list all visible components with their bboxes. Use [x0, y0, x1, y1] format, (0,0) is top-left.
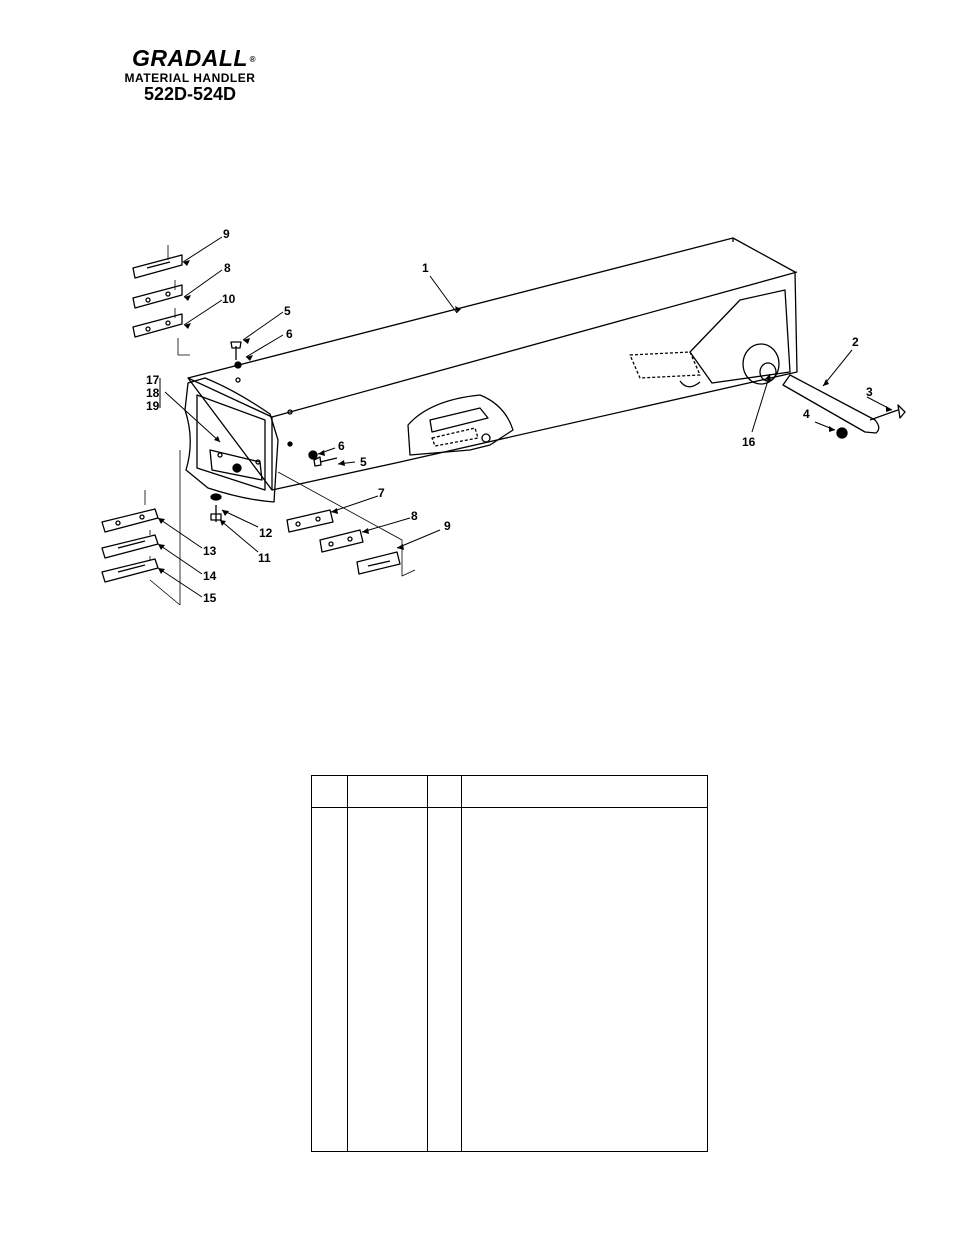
shim-right-7	[286, 509, 334, 533]
product-subtitle: MATERIAL HANDLER	[124, 71, 256, 85]
callout-5-top: 5	[284, 304, 291, 318]
callout-4: 4	[803, 407, 810, 421]
diagram-callouts: 1 2 3 4 5 6 6 5 7 8 9 9 8 10 11 12 13 14…	[146, 227, 873, 605]
callout-3: 3	[866, 385, 873, 399]
brand-name: GRADALL	[132, 45, 248, 71]
callout-11: 11	[258, 551, 271, 565]
callout-19: 19	[146, 399, 160, 413]
nut-4	[836, 427, 848, 439]
document-header: GRADALL® MATERIAL HANDLER 522D-524D	[100, 45, 280, 103]
callout-12: 12	[259, 526, 273, 540]
callout-1: 1	[422, 261, 429, 275]
callout-14: 14	[203, 569, 217, 583]
boom-top-edge	[187, 271, 798, 418]
column-divider-1	[347, 776, 348, 1151]
shim-bottom-left-13	[101, 508, 159, 533]
shim-right-9	[356, 551, 401, 575]
column-divider-3	[461, 776, 462, 1151]
callout-9-left: 9	[223, 227, 230, 241]
shim-right-8	[319, 529, 364, 553]
pivot-boss	[742, 343, 780, 385]
rear-mount-plate	[689, 289, 791, 384]
callout-7: 7	[378, 486, 385, 500]
callout-18: 18	[146, 386, 160, 400]
shim-bottom-left-15	[101, 558, 159, 583]
callout-6-side: 6	[338, 439, 345, 453]
shim-top-left-10	[132, 313, 183, 338]
parts-list-table	[311, 775, 708, 1152]
washer-6-side	[308, 450, 318, 460]
shim-top-left-8	[132, 284, 183, 309]
model-number: 522D-524D	[143, 84, 237, 104]
bolt-5-side	[313, 456, 338, 467]
parts-table-header	[312, 776, 707, 808]
bolt-5-top	[230, 341, 242, 360]
exploded-parts-diagram: 1 2 3 4 5 6 6 5 7 8 9 9 8 10 11 12 13 14…	[101, 227, 906, 606]
cutaway-view	[407, 394, 514, 456]
callout-6-top: 6	[286, 327, 293, 341]
callout-8-left: 8	[224, 261, 231, 275]
callout-8-right: 8	[411, 509, 418, 523]
pivot-pin	[782, 374, 880, 434]
callout-16: 16	[742, 435, 756, 449]
callout-9-right: 9	[444, 519, 451, 533]
registered-mark: ®	[249, 55, 256, 64]
callout-15: 15	[203, 591, 217, 605]
shim-top-left-9	[132, 254, 183, 279]
callout-13: 13	[203, 544, 217, 558]
callout-17: 17	[146, 373, 160, 387]
bolt-11	[210, 505, 222, 522]
callout-10: 10	[222, 292, 236, 306]
washer-12	[210, 493, 222, 501]
bolt-3	[869, 404, 906, 421]
shim-bottom-left-14	[101, 534, 159, 559]
brand-logo: GRADALL®	[132, 45, 255, 71]
callout-2: 2	[852, 335, 859, 349]
callout-5-side: 5	[360, 455, 367, 469]
front-flange	[184, 377, 279, 503]
column-divider-2	[427, 776, 428, 1151]
washer-6-top	[234, 361, 242, 369]
boom-body	[187, 237, 798, 491]
